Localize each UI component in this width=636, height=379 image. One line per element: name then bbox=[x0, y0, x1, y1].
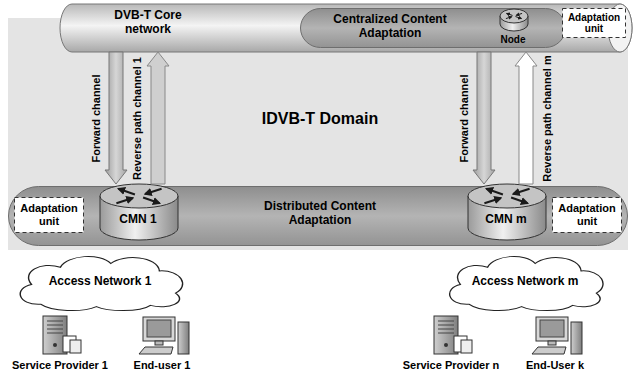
adaptation-unit: Adaptation unit bbox=[552, 197, 622, 233]
node-label: Adaptation unit bbox=[564, 12, 624, 35]
access-network-cloud: Access Network 1 bbox=[10, 250, 190, 314]
node-label: DVB-T Core network bbox=[102, 9, 194, 37]
node-label: Node bbox=[494, 34, 532, 46]
node-label: End-user 1 bbox=[120, 359, 204, 372]
channel-arrow bbox=[147, 52, 169, 184]
end-user: End-User k bbox=[512, 314, 600, 374]
core-network-tube: DVB-T Core network Centralized Content Ad… bbox=[60, 4, 632, 52]
node-label: Adaptation unit bbox=[16, 202, 82, 227]
node-label: CMN 1 bbox=[100, 213, 176, 227]
cmn-router-outline bbox=[100, 184, 178, 240]
node-label: Distributed Content Adaptation bbox=[240, 200, 400, 228]
channel-label: Reverse path channel 1 bbox=[130, 57, 143, 180]
adaptation-unit: Adaptation unit bbox=[14, 197, 84, 233]
node-label: Access Network m bbox=[455, 275, 595, 289]
service-provider: Service Provider n bbox=[394, 314, 510, 374]
node-label: CMN m bbox=[468, 213, 544, 227]
channel-label: Reverse path channel m bbox=[540, 55, 553, 182]
cmn-router-outline bbox=[468, 184, 546, 240]
channel-label: Forward channel bbox=[90, 74, 103, 162]
cmn-router: CMN 1 bbox=[100, 184, 178, 240]
service-provider: Service Provider 1 bbox=[4, 314, 118, 374]
network-node: Node bbox=[494, 9, 534, 47]
channel-arrow bbox=[105, 52, 127, 184]
cmn-router: CMN m bbox=[468, 184, 546, 240]
adaptation-unit: Adaptation unit bbox=[562, 8, 626, 38]
node-label: Service Provider 1 bbox=[4, 359, 116, 372]
node-label: Service Provider n bbox=[394, 359, 508, 372]
channel-label: Forward channel bbox=[458, 74, 471, 162]
channel-arrow bbox=[473, 52, 495, 184]
centralized-band: Centralized Content AdaptationNode bbox=[300, 8, 566, 48]
node-label: Centralized Content Adaptation bbox=[306, 13, 474, 41]
node-label: End-User k bbox=[512, 359, 598, 372]
node-label: IDVB-T Domain bbox=[240, 110, 400, 128]
access-network-cloud: Access Network m bbox=[440, 250, 610, 314]
node-label: Adaptation unit bbox=[554, 202, 620, 227]
node-label: Access Network 1 bbox=[30, 275, 170, 289]
distributed-band: Distributed Content Adaptation Adaptation… bbox=[8, 186, 628, 246]
channel-arrow bbox=[515, 52, 537, 184]
end-user: End-user 1 bbox=[120, 314, 206, 374]
